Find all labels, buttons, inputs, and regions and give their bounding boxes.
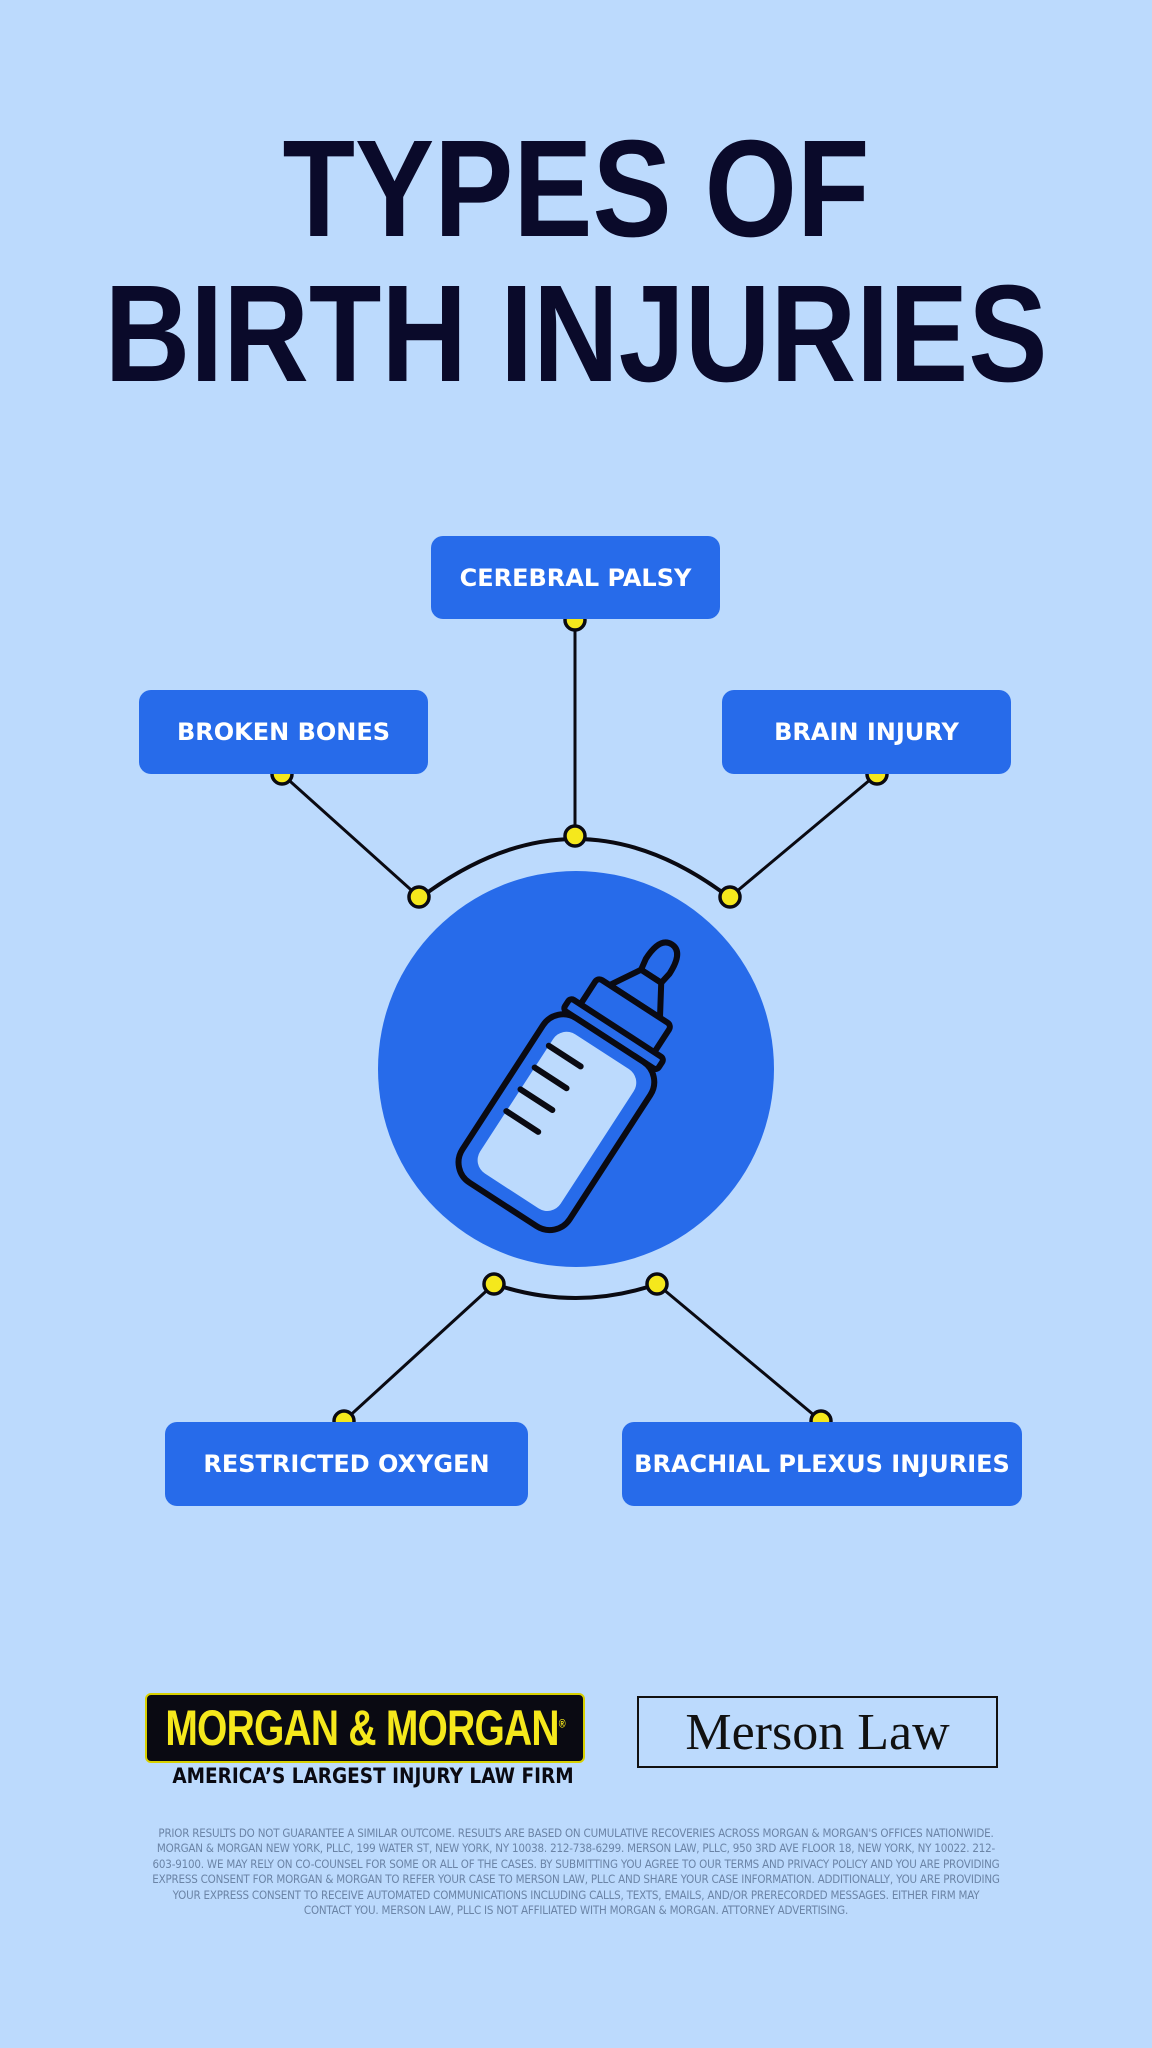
label-restricted-oxygen-text: RESTRICTED OXYGEN	[203, 1450, 490, 1478]
node-cerebral-arc	[563, 824, 587, 848]
connector-broken-bones	[280, 772, 421, 899]
label-brachial-plexus: BRACHIAL PLEXUS INJURIES	[622, 1422, 1022, 1506]
label-restricted-oxygen: RESTRICTED OXYGEN	[165, 1422, 528, 1506]
node-oxygen-arc	[482, 1272, 506, 1296]
morgan-morgan-logo: MORGAN & MORGAN®	[145, 1693, 585, 1763]
baby-bottle-icon	[455, 939, 681, 1234]
node-broken-arc	[407, 885, 431, 909]
legal-disclaimer: PRIOR RESULTS DO NOT GUARANTEE A SIMILAR…	[152, 1826, 1000, 1918]
label-broken-bones: BROKEN BONES	[139, 690, 428, 774]
registered-mark: ®	[558, 1716, 566, 1731]
connector-restricted-oxygen	[342, 1282, 496, 1423]
label-brain-injury: BRAIN INJURY	[722, 690, 1011, 774]
merson-law-logo: Merson Law	[637, 1696, 998, 1768]
label-brain-injury-text: BRAIN INJURY	[774, 718, 959, 746]
lower-arc	[493, 1282, 658, 1300]
page-title-line-2: BIRTH INJURIES	[104, 257, 1048, 411]
node-brain-arc	[718, 885, 742, 909]
morgan-logo-tagline: AMERICA’S LARGEST INJURY LAW FIRM	[145, 1764, 585, 1788]
label-brachial-plexus-text: BRACHIAL PLEXUS INJURIES	[634, 1450, 1010, 1478]
merson-logo-name: Merson Law	[685, 1703, 950, 1761]
morgan-tagline-text: AMERICA’S LARGEST INJURY LAW FIRM	[172, 1764, 574, 1788]
page-title-line-1: TYPES OF	[282, 112, 870, 266]
connector-brain-injury	[729, 772, 878, 899]
morgan-logo-name: MORGAN & MORGAN	[165, 1700, 559, 1756]
connector-brachial-plexus	[656, 1282, 822, 1423]
label-cerebral-palsy-text: CEREBRAL PALSY	[459, 563, 692, 592]
label-broken-bones-text: BROKEN BONES	[176, 718, 391, 746]
label-cerebral-palsy: CEREBRAL PALSY	[431, 536, 720, 619]
node-plexus-arc	[645, 1272, 669, 1296]
